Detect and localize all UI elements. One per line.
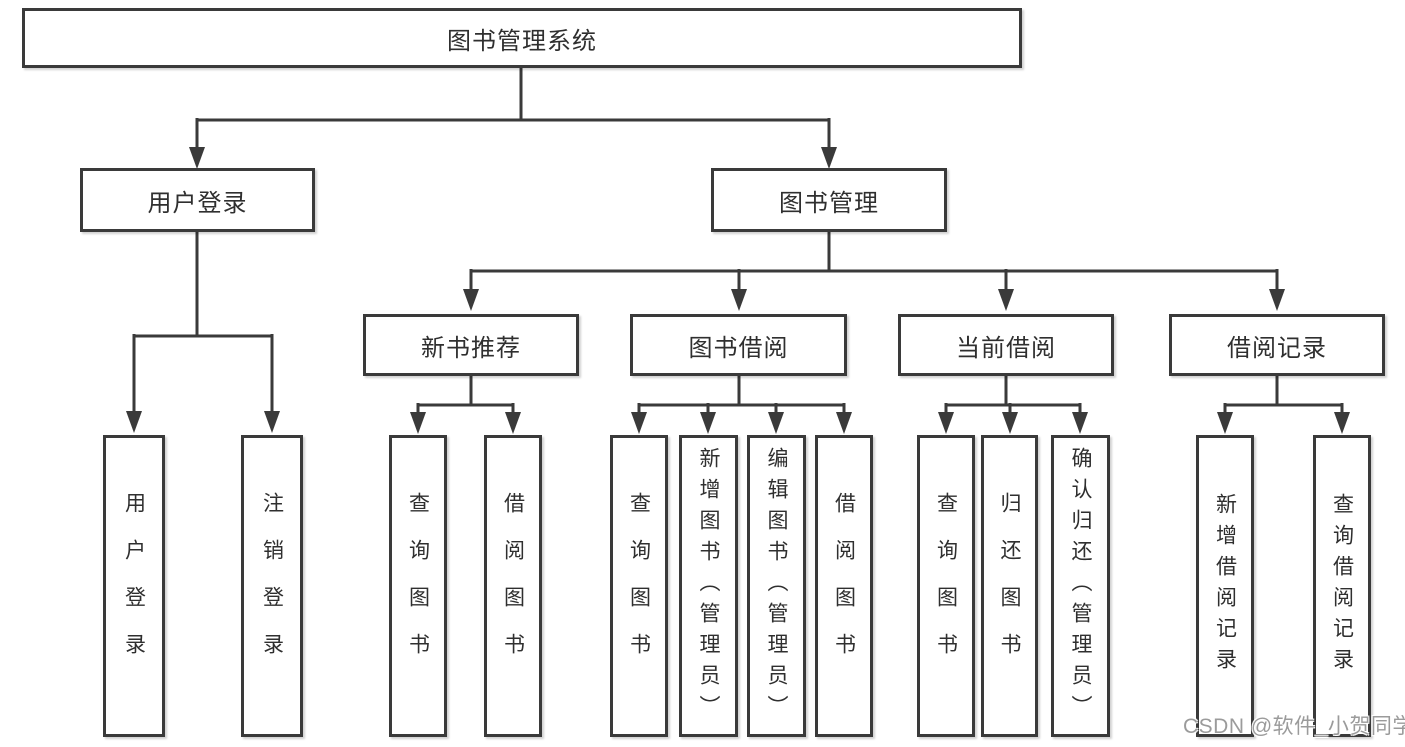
node-label: 查询图书 [627, 492, 651, 680]
connector-user-login-children [126, 232, 280, 433]
connector-new-book-recommend-children [410, 376, 521, 434]
leaf-edit-books-admin: 编辑图书（管理员） [747, 435, 806, 737]
connector-root-to-level2 [189, 68, 837, 169]
node-current-borrow: 当前借阅 [898, 314, 1114, 376]
node-book-management: 图书管理 [711, 168, 947, 232]
node-label: 查询图书 [934, 492, 958, 680]
leaf-borrow-borrow-books: 借阅图书 [815, 435, 873, 737]
leaf-current-query-books: 查询图书 [917, 435, 975, 737]
leaf-user-login: 用户登录 [103, 435, 165, 737]
node-book-borrow: 图书借阅 [630, 314, 847, 376]
node-borrow-records: 借阅记录 [1169, 314, 1385, 376]
node-label: 借阅记录 [1227, 334, 1327, 362]
connector-book-management-children [463, 232, 1285, 311]
node-label: 用户登录 [147, 189, 248, 217]
node-label: 确认归还（管理员） [1069, 446, 1092, 726]
leaf-add-books-admin: 新增图书（管理员） [679, 435, 738, 737]
leaf-recommend-query-books: 查询图书 [389, 435, 447, 737]
watermark: CSDN @软件_小贺同学 [1183, 715, 1405, 738]
leaf-recommend-borrow-books: 借阅图书 [484, 435, 542, 737]
leaf-confirm-return-admin: 确认归还（管理员） [1051, 435, 1110, 737]
node-label: 图书借阅 [688, 334, 789, 362]
connector-borrow-records-children [1217, 376, 1350, 434]
leaf-logout: 注销登录 [241, 435, 303, 737]
node-label: 用户登录 [122, 492, 146, 680]
connector-book-borrow-children [631, 376, 852, 434]
node-label: 编辑图书（管理员） [765, 446, 788, 726]
leaf-query-borrow-record: 查询借阅记录 [1313, 435, 1371, 737]
node-label: 图书管理系统 [447, 27, 597, 55]
node-label: 归还图书 [998, 492, 1021, 680]
leaf-return-books: 归还图书 [981, 435, 1038, 737]
node-label: 图书管理 [779, 189, 879, 217]
node-label: 借阅图书 [501, 492, 525, 680]
leaf-add-borrow-record: 新增借阅记录 [1196, 435, 1254, 737]
node-label: 当前借阅 [956, 334, 1056, 362]
connector-current-borrow-children [938, 376, 1088, 434]
node-label: 查询借阅记录 [1330, 493, 1354, 679]
node-label: 新增借阅记录 [1213, 493, 1237, 679]
node-library-management-system: 图书管理系统 [22, 8, 1022, 68]
node-label: 新书推荐 [421, 334, 521, 362]
node-label: 查询图书 [406, 492, 430, 680]
node-user-login: 用户登录 [80, 168, 315, 232]
leaf-borrow-query-books: 查询图书 [610, 435, 668, 737]
node-new-book-recommend: 新书推荐 [363, 314, 579, 376]
node-label: 注销登录 [260, 492, 284, 680]
node-label: 新增图书（管理员） [697, 446, 720, 726]
node-label: 借阅图书 [832, 492, 856, 680]
